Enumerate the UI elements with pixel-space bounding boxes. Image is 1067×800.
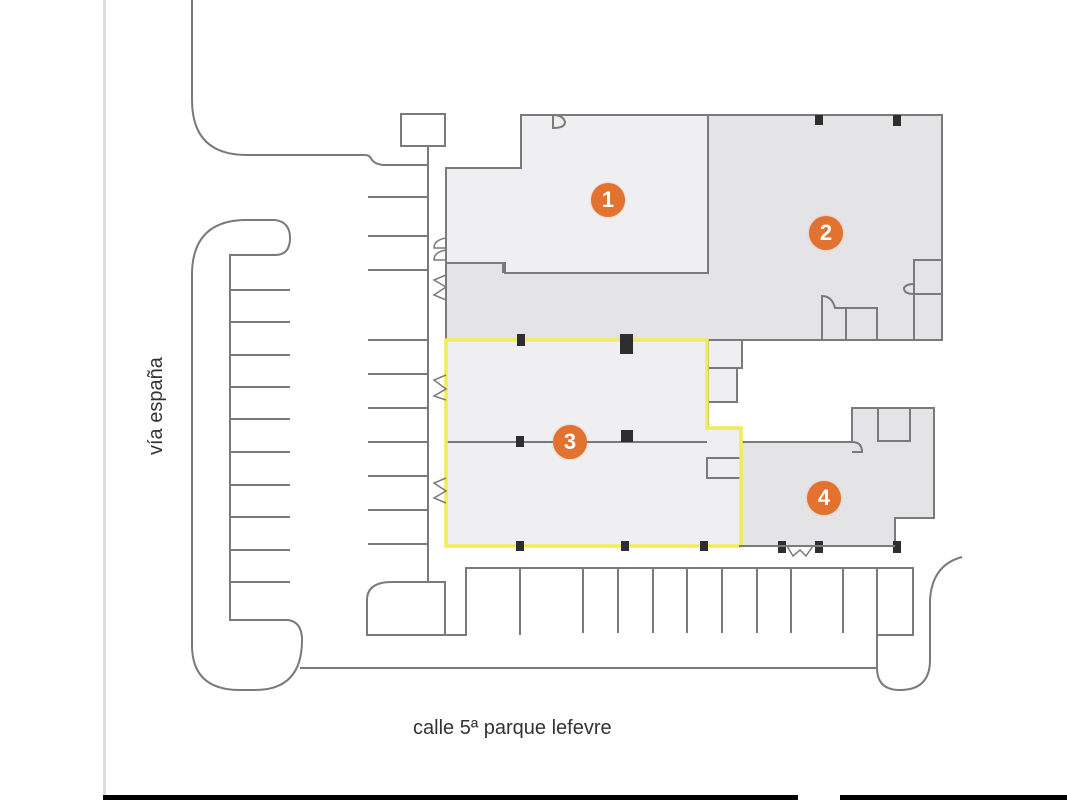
left-parking-island bbox=[191, 219, 304, 691]
street-label-via-espana: vía españa bbox=[145, 357, 167, 455]
unit-3-highlight bbox=[444, 338, 743, 548]
frame-bottom-bar bbox=[103, 795, 1067, 800]
road-curb-bottom-right bbox=[876, 556, 963, 692]
bottom-parking-row bbox=[445, 567, 914, 636]
unit-2-badge[interactable]: 2 bbox=[809, 216, 843, 250]
unit-3-badge[interactable]: 3 bbox=[553, 425, 587, 459]
frame-bottom-bar-gap bbox=[798, 795, 840, 800]
road-curb-top-left bbox=[191, 0, 428, 166]
parking-stalls-left-row bbox=[230, 289, 290, 583]
unit-1-badge[interactable]: 1 bbox=[591, 183, 625, 217]
parking-stalls-right-row bbox=[368, 196, 428, 545]
entrance-doors bbox=[432, 237, 814, 558]
frame-left-rule bbox=[103, 0, 106, 800]
street-label-calle-5: calle 5ª parque lefevre bbox=[413, 717, 612, 739]
parking-stalls-bottom-row bbox=[519, 568, 878, 668]
bottom-left-island bbox=[366, 581, 446, 636]
unit-4-badge[interactable]: 4 bbox=[807, 481, 841, 515]
utility-box bbox=[400, 113, 446, 147]
unit-4-area bbox=[738, 407, 935, 547]
unit-1-area bbox=[445, 114, 709, 274]
